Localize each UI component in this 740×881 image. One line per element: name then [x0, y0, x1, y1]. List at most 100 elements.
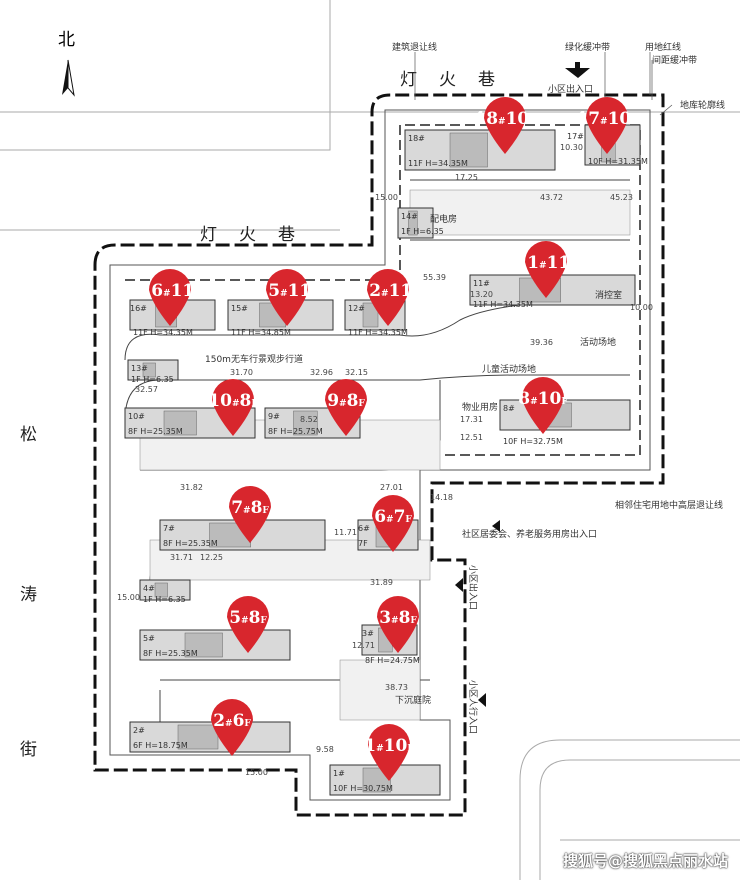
building-label: 16#	[130, 304, 147, 313]
building-2	[129, 721, 291, 753]
building-13	[127, 359, 179, 381]
building-marker-5[interactable]: 5#8F	[227, 596, 269, 653]
building-info: 11F H=34.35M	[133, 328, 193, 337]
building-marker-10[interactable]: 10#8F	[208, 379, 258, 436]
north-label: 北	[58, 30, 75, 50]
label-neighbor-setback: 相邻住宅用地中高层退让线	[615, 499, 723, 511]
building-marker-7[interactable]: 7#8F	[229, 486, 271, 543]
label-property-room: 物业用房	[462, 401, 498, 413]
dimension-label: 45.23	[610, 193, 633, 202]
building-info: 11F H=34.85M	[231, 328, 291, 337]
building-info: 1F H=6.35	[143, 595, 186, 604]
dimension-label: 17.25	[455, 173, 478, 182]
dimension-label: 32.15	[345, 368, 368, 377]
building-label: 2#	[133, 726, 145, 735]
label-green-buffer: 绿化缓冲带	[565, 41, 610, 53]
road-left-2: 涛	[20, 585, 37, 605]
building-label: 3#	[362, 629, 374, 638]
map-pin-icon	[367, 269, 409, 326]
dimension-label: 17.31	[460, 415, 483, 424]
marker-label: 6#7F	[374, 507, 412, 527]
entrance-arrow-icon	[478, 693, 486, 707]
map-pin-icon	[586, 97, 628, 154]
dimension-label: 15.00	[245, 768, 268, 777]
road-left-1: 松	[20, 425, 37, 445]
map-pin-icon	[227, 596, 269, 653]
building-marker-3[interactable]: 3#8F	[377, 596, 419, 653]
building-info: 11F H=34.35M	[473, 300, 533, 309]
label-building-setback: 建筑退让线	[392, 41, 437, 53]
building-marker-17[interactable]: 17#10F	[576, 97, 638, 154]
dimension-label: 14.18	[430, 493, 453, 502]
building-marker-18[interactable]: 18#10F	[474, 97, 536, 154]
building-label: 14#	[401, 212, 418, 221]
building-info: 1F H=6.35	[131, 375, 174, 384]
dimension-label: 43.72	[540, 193, 563, 202]
building-label: 8#	[503, 404, 515, 413]
label-sunken-court: 下沉庭院	[395, 694, 431, 706]
dimension-label: 11.71	[334, 528, 357, 537]
label-north-entrance: 小区出入口	[548, 83, 593, 95]
dimension-label: 31.89	[370, 578, 393, 587]
map-pin-icon	[149, 269, 191, 326]
dimension-label: 15.00	[117, 593, 140, 602]
dimension-label: 31.70	[230, 368, 253, 377]
marker-label: 18#10F	[474, 109, 536, 129]
building-info: 11F H=34.35M	[348, 328, 408, 337]
building-marker-1[interactable]: 1#10F	[364, 724, 414, 781]
building-label: 7#	[163, 524, 175, 533]
building-marker-2[interactable]: 2#6F	[211, 699, 253, 756]
dimension-label: 55.39	[423, 273, 446, 282]
building-marker-9[interactable]: 9#8F	[325, 379, 367, 436]
building-label: 18#	[408, 134, 425, 143]
building-marker-12[interactable]: 12#11F	[357, 269, 419, 326]
building-label: 6#	[358, 524, 370, 533]
dimension-label: 38.73	[385, 683, 408, 692]
label-activity-area: 活动场地	[580, 336, 616, 348]
map-pin-icon	[377, 596, 419, 653]
dimension-label: 32.57	[135, 385, 158, 394]
dimension-label: 12.71	[352, 641, 375, 650]
marker-label: 11#11F	[515, 253, 577, 273]
building-info: 6F H=18.75M	[133, 741, 188, 750]
marker-label: 7#8F	[231, 498, 269, 518]
marker-label: 5#8F	[229, 608, 267, 628]
building-label: 4#	[143, 584, 155, 593]
marker-label: 16#11F	[139, 281, 201, 301]
entrance-arrow-icon	[455, 578, 463, 592]
label-community-entrance: 社区居委会、养老服务用房出入口	[462, 528, 597, 540]
building-info: 7F	[358, 539, 368, 548]
building-marker-8[interactable]: 8#10F	[518, 377, 568, 434]
map-pin-icon	[368, 724, 410, 781]
marker-label: 1#10F	[364, 736, 414, 756]
building-info: 10F H=31.35M	[588, 157, 648, 166]
north-arrow-icon	[62, 59, 75, 97]
road-left-top: 灯火巷	[200, 225, 317, 245]
marker-label: 15#11F	[256, 281, 318, 301]
map-pin-icon	[372, 495, 414, 552]
dimension-label: 39.36	[530, 338, 553, 347]
building-marker-11[interactable]: 11#11F	[515, 241, 577, 298]
dimension-label: 15.00	[375, 193, 398, 202]
building-marker-6[interactable]: 6#7F	[372, 495, 414, 552]
dimension-label: 10.30	[560, 143, 583, 152]
marker-label: 2#6F	[213, 711, 251, 731]
label-spacing-buffer: 间距缓冲带	[652, 54, 697, 66]
building-marker-16[interactable]: 16#11F	[139, 269, 201, 326]
dimension-label: 31.82	[180, 483, 203, 492]
building-info: 11F H=34.35M	[408, 159, 468, 168]
marker-label: 10#8F	[208, 391, 258, 411]
building-info: 8F H=24.75M	[365, 656, 420, 665]
building-info: 1F H=6.35	[401, 227, 444, 236]
building-4	[139, 579, 191, 601]
road-top: 灯火巷	[400, 70, 517, 90]
building-label: 15#	[231, 304, 248, 313]
marker-label: 8#10F	[518, 389, 568, 409]
building-markers: 18#10F 17#10F 16#11F 15#11F 12#11F 11#11F 10#8…	[139, 97, 638, 781]
building-marker-15[interactable]: 15#11F	[256, 269, 318, 326]
marker-label: 12#11F	[357, 281, 419, 301]
building-info: 10F H=32.75M	[503, 437, 563, 446]
